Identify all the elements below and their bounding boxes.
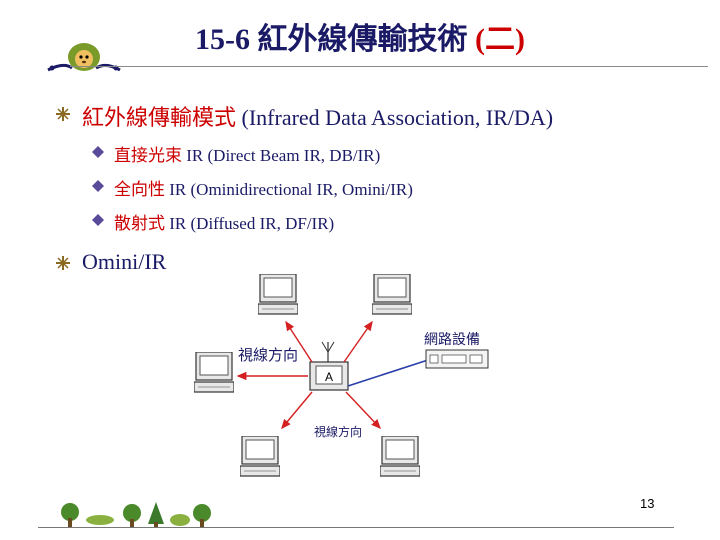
star-bullet-icon xyxy=(56,256,70,270)
computer-bottom-right-icon xyxy=(380,436,420,477)
page-number: 13 xyxy=(640,496,655,511)
sub-bullet-direct-beam: 直接光束 IR (Direct Beam IR, DB/IR) xyxy=(114,141,380,166)
omni-ir-diagram: A 視線方向 視線方向 網路設備 xyxy=(194,274,489,477)
central-ir-device xyxy=(309,341,349,391)
network-device-icon xyxy=(425,349,489,369)
computer-bottom-left-icon xyxy=(240,436,280,477)
label-view-direction-bottom: 視線方向 xyxy=(314,424,362,439)
computer-top-left-icon xyxy=(258,274,298,315)
bullet-omini-ir-label: Omini/IR xyxy=(82,249,167,274)
arrow-to-bottom-right xyxy=(345,391,381,430)
slide-title: 15-6 紅外線傳輸技術 (二) xyxy=(0,14,720,58)
label-network-device: 網路設備 xyxy=(424,332,480,348)
sub-bullet-diffused-zh: 散射式 xyxy=(114,214,165,233)
slide-title-main: 15-6 紅外線傳輸技術 xyxy=(195,23,475,56)
sub-bullet-diffused: 散射式 IR (Diffused IR, DF/IR) xyxy=(114,209,334,234)
sub-bullet-direct-beam-zh: 直接光束 xyxy=(114,146,182,165)
bullet-ir-modes-zh: 紅外線傳輸模式 xyxy=(82,105,237,130)
sub-bullet-omnidirectional: 全向性 IR (Ominidirectional IR, Omini/IR) xyxy=(114,175,413,200)
network-link xyxy=(347,359,429,387)
central-device-label: A xyxy=(325,370,333,384)
title-divider xyxy=(70,66,708,67)
label-view-direction-left: 視線方向 xyxy=(238,346,298,364)
arrow-to-top-right xyxy=(343,320,373,363)
computer-left-icon xyxy=(194,352,234,393)
bullet-omini-ir: Omini/IR xyxy=(82,249,166,275)
computer-top-right-icon xyxy=(372,274,412,315)
bullet-ir-modes: 紅外線傳輸模式 (Infrared Data Association, IR/D… xyxy=(82,100,553,132)
diamond-bullet-icon xyxy=(92,214,104,226)
star-bullet-icon xyxy=(56,107,70,121)
footer-trees-icon xyxy=(61,502,211,527)
sub-bullet-direct-beam-en: IR (Direct Beam IR, DB/IR) xyxy=(182,146,381,165)
slide-title-paren: (二) xyxy=(475,23,525,56)
bullet-ir-modes-en: (Infrared Data Association, IR/DA) xyxy=(236,105,554,130)
sub-bullet-omnidirectional-en: IR (Ominidirectional IR, Omini/IR) xyxy=(165,180,413,199)
arrow-to-bottom-left xyxy=(281,391,313,430)
sub-bullet-omnidirectional-zh: 全向性 xyxy=(114,180,165,199)
diamond-bullet-icon xyxy=(92,146,104,158)
footer-divider xyxy=(38,527,674,528)
arrow-to-top-left xyxy=(285,320,313,363)
sub-bullet-diffused-en: IR (Diffused IR, DF/IR) xyxy=(165,214,335,233)
diamond-bullet-icon xyxy=(92,180,104,192)
